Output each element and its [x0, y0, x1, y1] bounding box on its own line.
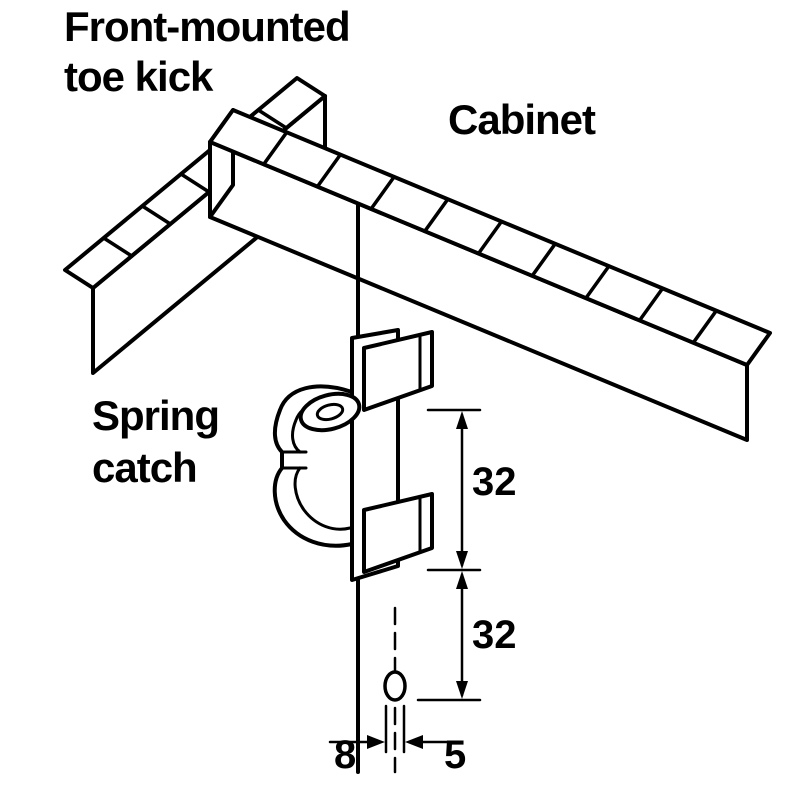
dim-5-arrow — [405, 735, 423, 749]
spring-catch-label-line1: Spring — [92, 392, 220, 439]
dim-8-arrow — [367, 735, 385, 749]
catch-top-wing — [362, 330, 434, 412]
catch-clip-slot — [280, 450, 308, 470]
catch-pin — [298, 391, 362, 433]
catch-pin-bore — [315, 402, 345, 422]
title-line1: Front-mounted — [64, 3, 351, 50]
dim-32-lower-label: 32 — [472, 613, 517, 657]
spring-catch-hardware — [272, 328, 434, 582]
dim-8-label: 8 — [334, 733, 357, 777]
spring-catch-label-line2: catch — [92, 444, 198, 491]
dim-32-lower-arrow-down — [456, 681, 468, 699]
dim-32-upper-label: 32 — [472, 460, 517, 504]
cabinet-strip-hatch — [261, 130, 719, 345]
cabinet-label: Cabinet — [448, 96, 596, 143]
catch-bottom-wing — [362, 492, 434, 574]
spring-catch-label: Spring catch — [92, 390, 220, 494]
cabinet-panel — [208, 108, 772, 442]
drill-hole — [383, 670, 407, 702]
catch-pin-outer — [298, 391, 362, 433]
dimension-lines — [328, 408, 482, 754]
title-line2: toe kick — [64, 53, 213, 100]
dim-32-upper-arrow-up — [456, 411, 468, 429]
dim-5-label: 5 — [444, 733, 467, 777]
dim-32-lower-arrow-up — [456, 571, 468, 589]
dim-32-upper-arrow-down — [456, 551, 468, 569]
